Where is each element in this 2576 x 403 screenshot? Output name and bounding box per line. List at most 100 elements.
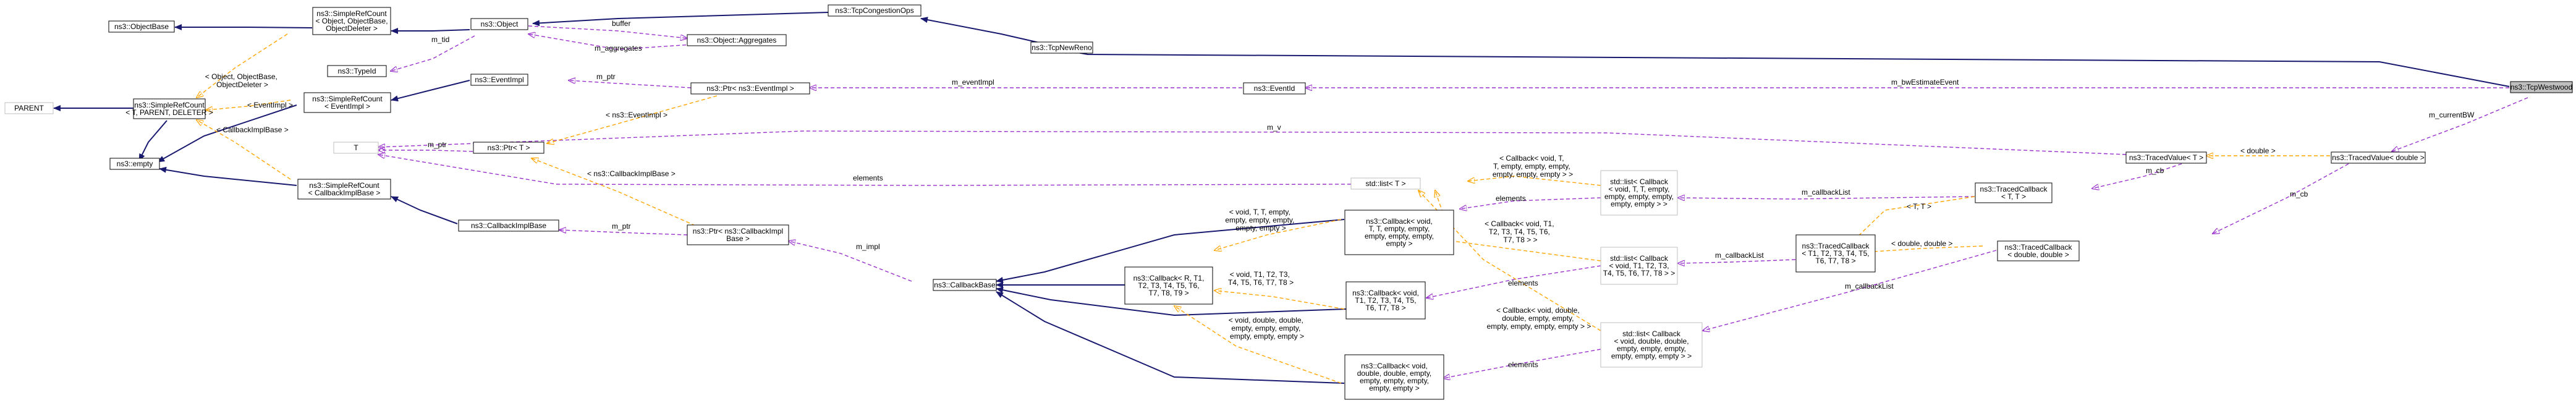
node-simplerefcount-t[interactable]: ns3::SimpleRefCount< T, PARENT, DELETER … xyxy=(125,98,213,119)
node-box xyxy=(1997,240,2080,261)
node-label: ns3::TracedCallback xyxy=(1802,242,1870,250)
node-label: ns3::TcpWestwood xyxy=(2510,83,2573,91)
edge-currentbw xyxy=(2392,97,2528,151)
node-tracedcallback-t1[interactable]: ns3::TracedCallback< T1, T2, T3, T4, T5,… xyxy=(1795,234,1876,273)
node-stdlist-t[interactable]: std::list< T > xyxy=(1350,177,1421,190)
edge-object-typeid xyxy=(391,35,475,71)
node-tcpnewreno[interactable]: ns3::TcpNewReno xyxy=(1030,41,1093,54)
node-typeid[interactable]: ns3::TypeId xyxy=(327,65,387,77)
node-eventid[interactable]: ns3::EventId xyxy=(1243,82,1306,95)
label-eventimpl: m_eventImpl xyxy=(952,78,994,87)
node-simplerefcount-object[interactable]: ns3::SimpleRefCount< Object, ObjectBase,… xyxy=(312,7,391,35)
edge-tpl-cb-void-t xyxy=(1468,176,1601,186)
node-stdlist-cb-void-double[interactable]: std::list< Callback< void, double, doubl… xyxy=(1600,322,1703,368)
node-tracedcallback-double[interactable]: ns3::TracedCallback< double, double > xyxy=(1997,240,2080,261)
node-label: ns3::Callback< void, xyxy=(1361,362,1428,370)
node-ptr-eventimpl[interactable]: ns3::Ptr< ns3::EventImpl > xyxy=(690,82,810,95)
node-box xyxy=(470,18,528,30)
edge-simplerefcount-eventimpl-empty xyxy=(157,104,297,163)
label-tpl-callbackimplbase: < CallbackImplBase > xyxy=(216,125,289,134)
node-box xyxy=(303,92,391,113)
node-label: Base > xyxy=(726,234,750,243)
node-label: empty, empty, empty, xyxy=(1604,192,1674,201)
edge-tpl-object xyxy=(197,33,288,98)
label-callbacklist2: m_callbackList xyxy=(1715,251,1764,260)
node-label: ns3::Callback< void, xyxy=(1366,217,1433,226)
node-ptr-t[interactable]: ns3::Ptr< T > xyxy=(473,142,544,154)
node-object[interactable]: ns3::Object xyxy=(470,18,528,30)
label-tpl-callbackimplbase-2: < ns3::CallbackImplBase > xyxy=(587,169,676,178)
node-label: std::list< Callback xyxy=(1610,177,1669,186)
node-objectbase[interactable]: ns3::ObjectBase xyxy=(108,20,175,33)
node-label: < Object, ObjectBase, xyxy=(315,17,388,25)
node-box xyxy=(690,82,810,95)
node-box xyxy=(828,4,922,17)
node-label: empty, empty, empty, xyxy=(1617,344,1686,353)
node-objectaggregates[interactable]: ns3::Object::Aggregates xyxy=(687,34,787,46)
node-tracedvalue-t[interactable]: ns3::TracedValue< T > xyxy=(2125,151,2207,164)
node-box xyxy=(458,219,559,232)
edge-tpl-void-double xyxy=(1174,306,1342,384)
node-box xyxy=(470,74,528,86)
node-empty[interactable]: ns3::empty xyxy=(109,158,160,170)
node-tcpwestwood[interactable]: ns3::TcpWestwood xyxy=(2510,81,2573,93)
node-ptr-callbackimplbase[interactable]: ns3::Ptr< ns3::CallbackImplBase > xyxy=(687,224,789,245)
node-tracedvalue-double[interactable]: ns3::TracedValue< double > xyxy=(2331,151,2426,164)
edge-labels: m_bwEstimateEvent m_eventImpl m_currentB… xyxy=(205,19,2475,369)
node-box xyxy=(1600,322,1703,368)
node-label: T4, T5, T6, T7, T8 > > xyxy=(1603,269,1676,278)
node-callback-r[interactable]: ns3::Callback< R, T1,T2, T3, T4, T5, T6,… xyxy=(1124,266,1213,305)
node-stdlist-cb-void-t[interactable]: std::list< Callback< void, T, T, empty,e… xyxy=(1600,170,1678,216)
node-label: ns3::TracedValue< T > xyxy=(2129,153,2203,162)
node-label: ns3::SimpleRefCount xyxy=(312,95,383,103)
label-tpl-eventimpl-1: < EventImpl > xyxy=(247,101,293,109)
label-mptr2: m_ptr xyxy=(428,140,447,149)
label-buffer: buffer xyxy=(612,19,630,28)
node-tracedcallback-t[interactable]: ns3::TracedCallback< T, T > xyxy=(1975,182,2053,203)
node-box xyxy=(109,158,160,170)
node-callback-void-t1[interactable]: ns3::Callback< void,T1, T2, T3, T4, T5,T… xyxy=(1345,281,1426,320)
label-currentbw: m_currentBW xyxy=(2429,111,2475,119)
label-tpl-void-t1: < void, T1, T2, T3, T4, T5, T6, T7, T8 > xyxy=(1228,270,1294,287)
node-simplerefcount-callbackimplbase[interactable]: ns3::SimpleRefCount< CallbackImplBase > xyxy=(297,179,391,200)
edge-tracedvalue-double-mcb xyxy=(2213,163,2349,234)
label-bwestimate: m_bwEstimateEvent xyxy=(1891,78,1959,87)
node-box xyxy=(1795,234,1876,273)
node-box xyxy=(1975,182,2053,203)
node-box xyxy=(1243,82,1306,95)
label-tpl-void-t-empty: < void, T, T, empty, empty, empty, empty… xyxy=(1225,208,1296,232)
node-box xyxy=(1344,354,1444,400)
node-label: T1, T2, T3, T4, T5, xyxy=(1355,296,1416,305)
edge-mv xyxy=(378,130,2127,155)
node-label: double, double, empty, xyxy=(1357,369,1432,378)
node-eventimpl[interactable]: ns3::EventImpl xyxy=(470,74,528,86)
node-label: < void, T, T, empty, xyxy=(1608,185,1669,193)
node-parent[interactable]: PARENT xyxy=(4,102,54,114)
node-tcpcongestionops[interactable]: ns3::TcpCongestionOps xyxy=(828,4,922,17)
label-aggregates: m_aggregates xyxy=(595,44,642,53)
label-elements2: elements xyxy=(1508,279,1538,287)
node-simplerefcount-eventimpl[interactable]: ns3::SimpleRefCount< EventImpl > xyxy=(303,92,391,113)
node-label: std::list< Callback xyxy=(1610,254,1669,263)
node-label: std::list< T > xyxy=(1366,179,1406,188)
node-callback-void-t[interactable]: ns3::Callback< void,T, T, empty, empty,e… xyxy=(1344,210,1454,255)
edge-tpl-double-double xyxy=(1863,245,1983,252)
node-label: ns3::CallbackBase xyxy=(934,281,996,289)
node-t[interactable]: T xyxy=(333,142,379,154)
edge-object-objectbase xyxy=(174,24,313,30)
node-box xyxy=(108,20,175,33)
node-callbackimplbase[interactable]: ns3::CallbackImplBase xyxy=(458,219,559,232)
node-label: empty, empty > xyxy=(1369,384,1419,392)
label-tpl-tt: < T, T > xyxy=(1907,202,1931,211)
edge-tracedvalue-mcb xyxy=(2092,163,2182,189)
node-callbackbase[interactable]: ns3::CallbackBase xyxy=(933,279,997,291)
node-label: ns3::Callback< void, xyxy=(1352,289,1419,297)
node-box xyxy=(2331,151,2426,164)
edge-tpl-eventimpl-1 xyxy=(206,100,291,110)
node-stdlist-cb-void-t1[interactable]: std::list< Callback< void, T1, T2, T3,T4… xyxy=(1600,247,1678,285)
node-box xyxy=(1600,170,1678,216)
node-callback-void-double[interactable]: ns3::Callback< void,double, double, empt… xyxy=(1344,354,1444,400)
edge-elements3 xyxy=(1443,349,1601,378)
edge-aggregates-object xyxy=(528,34,693,50)
